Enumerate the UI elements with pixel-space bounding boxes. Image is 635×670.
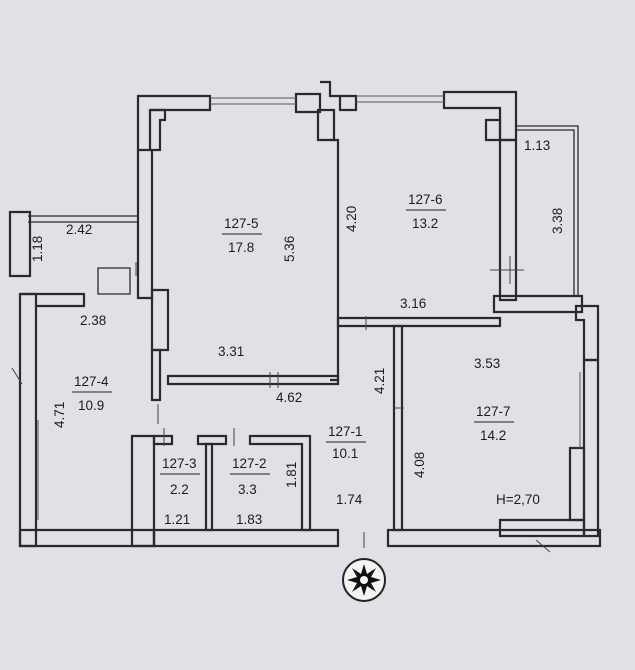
room-id: 127-1 <box>328 424 363 439</box>
room-area: 2.2 <box>170 482 189 497</box>
dim-label: 1.74 <box>336 492 363 507</box>
dim-label: 1.83 <box>236 512 262 527</box>
dim-label: 5.36 <box>282 236 297 262</box>
room-127-2: 127-2 3.3 <box>230 456 270 497</box>
north-star-icon <box>342 558 386 602</box>
room-area: 13.2 <box>412 216 438 231</box>
room-area: 3.3 <box>238 482 257 497</box>
dim-label: 2.42 <box>66 222 92 237</box>
room-area: 10.9 <box>78 398 104 413</box>
windows <box>37 95 581 520</box>
room-area: 10.1 <box>332 446 358 461</box>
dim-label: 1.18 <box>30 236 45 262</box>
room-area: 14.2 <box>480 428 506 443</box>
room-127-7: 127-7 14.2 <box>474 404 514 443</box>
dim-label: 4.21 <box>372 368 387 394</box>
room-id: 127-7 <box>476 404 511 419</box>
dim-label: 1.21 <box>164 512 190 527</box>
dim-label: 3.38 <box>550 208 565 234</box>
walls <box>8 80 602 548</box>
room-127-4: 127-4 10.9 <box>72 374 112 413</box>
room-127-1: 127-1 10.1 <box>326 424 366 461</box>
room-id: 127-3 <box>162 456 197 471</box>
dim-label: 4.08 <box>412 452 427 478</box>
ceiling-height: H=2,70 <box>496 492 540 507</box>
room-area: 17.8 <box>228 240 254 255</box>
dim-label: 4.20 <box>344 206 359 232</box>
dim-label: 4.71 <box>52 402 67 428</box>
room-127-6: 127-6 13.2 <box>406 192 446 231</box>
dimensions: 2.42 1.18 2.38 4.71 5.36 3.31 4.62 4.20 … <box>30 138 565 527</box>
door-marks <box>11 256 551 553</box>
dim-label: 3.53 <box>474 356 500 371</box>
room-127-3: 127-3 2.2 <box>160 456 200 497</box>
dim-label: 2.38 <box>80 313 106 328</box>
dim-label: 1.81 <box>284 462 299 488</box>
room-id: 127-6 <box>408 192 443 207</box>
dim-label: 1.13 <box>524 138 550 153</box>
dim-label: 4.62 <box>276 390 302 405</box>
dim-label: 3.31 <box>218 344 244 359</box>
dim-label: 3.16 <box>400 296 426 311</box>
room-id: 127-4 <box>74 374 109 389</box>
room-id: 127-5 <box>224 216 259 231</box>
room-id: 127-2 <box>232 456 267 471</box>
room-127-5: 127-5 17.8 <box>222 216 262 255</box>
